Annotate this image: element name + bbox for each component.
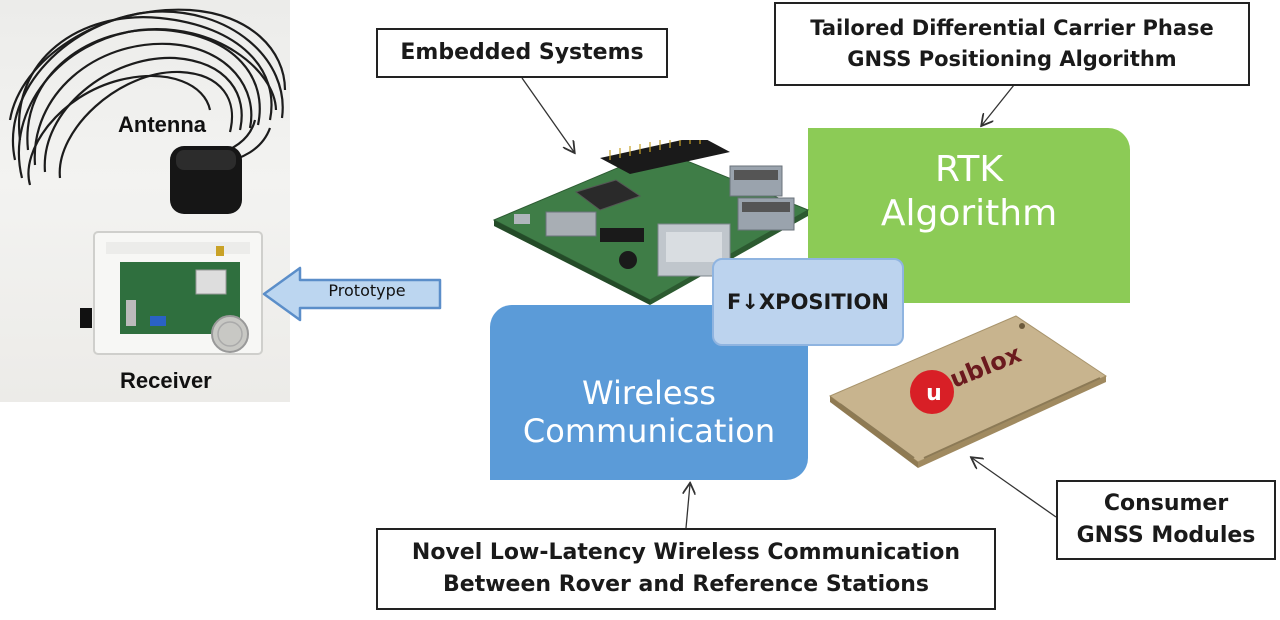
antenna-label: Antenna <box>118 112 206 137</box>
communication-title: Communication <box>522 412 776 450</box>
prototype-label: Prototype <box>328 281 406 300</box>
gnss-callout-line1: Consumer <box>1103 491 1229 516</box>
wireless-callout: Novel Low-Latency Wireless Communication… <box>376 528 996 610</box>
raspberry-pi-board-image <box>492 140 810 305</box>
antenna-receiver-photo <box>8 8 287 355</box>
fixposition-text: F↓XPOSITION <box>727 290 889 314</box>
receiver-label: Receiver <box>120 368 212 393</box>
gnss-callout-line2: GNSS Modules <box>1076 523 1256 548</box>
algorithm-title: Algorithm <box>880 193 1058 234</box>
wireless-title: Wireless <box>582 374 716 412</box>
embedded-systems-callout: Embedded Systems <box>376 28 668 78</box>
algorithm-callout-line2: GNSS Positioning Algorithm <box>847 47 1177 71</box>
rtk-title: RTK <box>935 149 1003 190</box>
prototype-photo: Antenna Receiver <box>0 0 290 402</box>
gnss-modules-callout: Consumer GNSS Modules <box>1056 480 1276 560</box>
ublox-gnss-module-image: u ublox <box>829 315 1108 468</box>
prototype-arrow-icon <box>262 266 442 322</box>
algorithm-callout-line1: Tailored Differential Carrier Phase <box>810 16 1214 40</box>
embedded-systems-text: Embedded Systems <box>400 40 644 65</box>
fixposition-logo-box: F↓XPOSITION <box>712 258 904 346</box>
wireless-callout-line1: Novel Low-Latency Wireless Communication <box>411 540 961 565</box>
svg-text:u: u <box>926 381 942 406</box>
algorithm-callout: Tailored Differential Carrier Phase GNSS… <box>774 2 1250 86</box>
wireless-callout-line2: Between Rover and Reference Stations <box>443 572 929 597</box>
